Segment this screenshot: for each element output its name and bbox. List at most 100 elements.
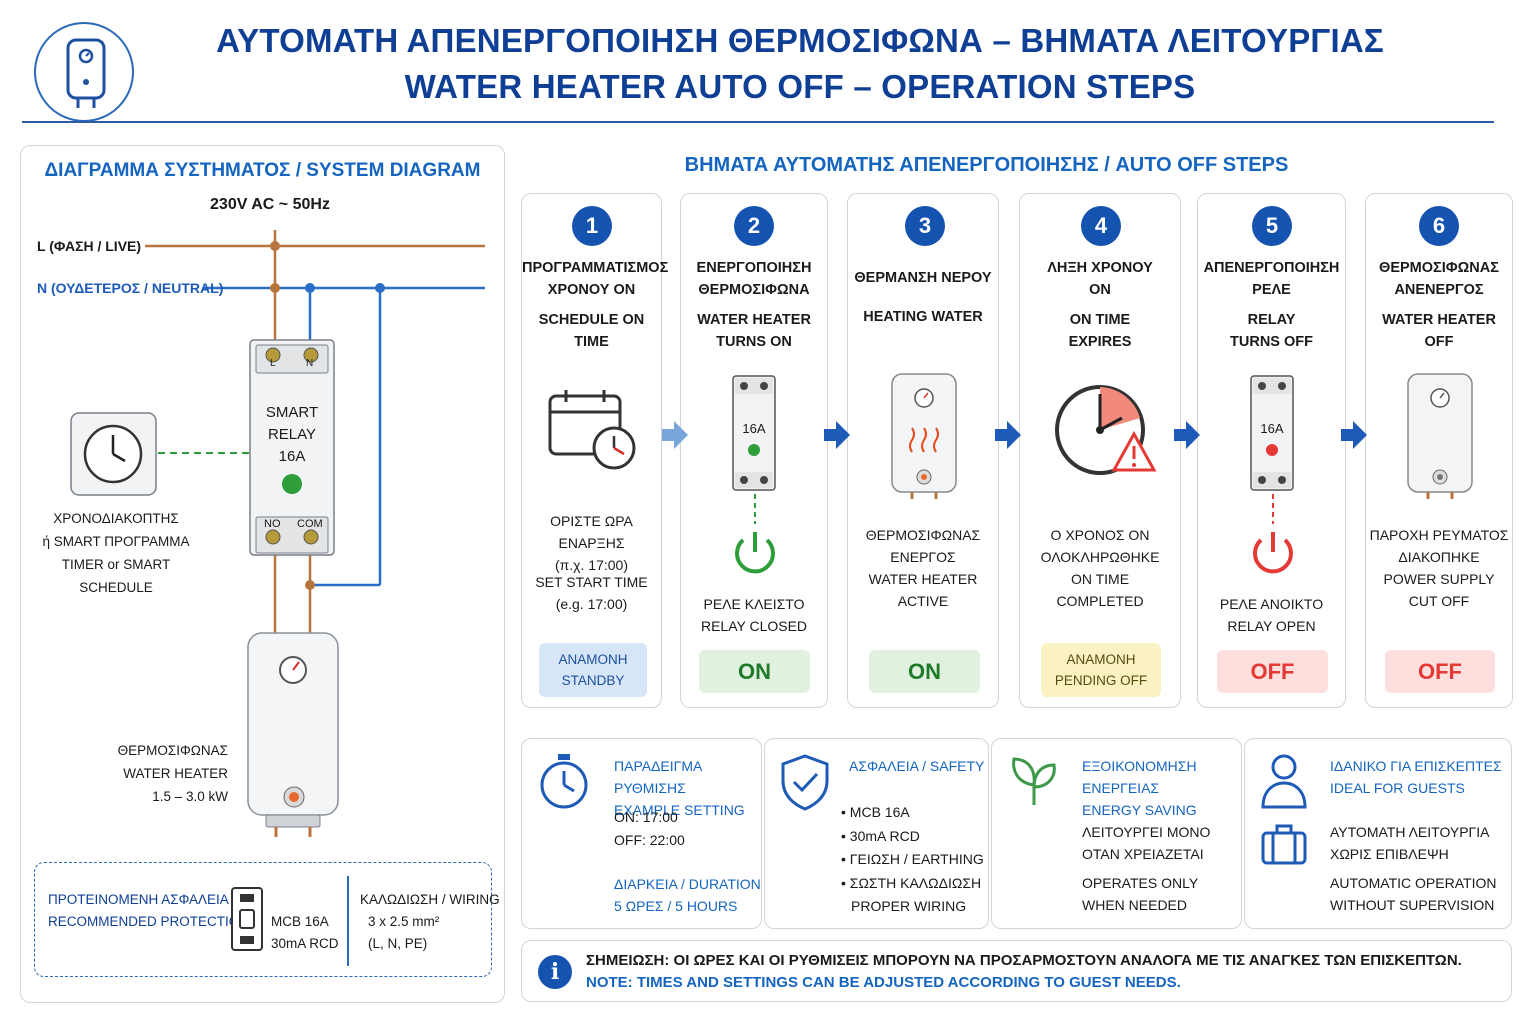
step-card-4: 4 ΛΗΞΗ ΧΡΟΝΟΥ ON ON TIME EXPIRES Ο ΧΡΟΝΟ… [1019,193,1181,708]
energy-title-en: ENERGY SAVING [1082,802,1197,818]
step-desc-line2: RELAY OPEN [1227,618,1316,634]
step-title-greek: ΛΗΞΗ ΧΡΟΝΟΥ ON [1020,257,1180,301]
step-title-greek: ΕΝΕΡΓΟΠΟΙΗΣΗ ΘΕΡΜΟΣΙΦΩΝΑ [681,257,827,301]
step-desc: ΘΕΡΜΟΣΙΦΩΝΑΣ ΕΝΕΡΓΟΣ WATER HEATER ACTIVE [848,524,998,612]
step-title-en-line1: WATER HEATER [697,312,811,328]
example-title-en: EXAMPLE SETTING [614,802,745,818]
safety-title: ΑΣΦΑΛΕΙΑ / SAFETY [849,758,985,774]
step-desc-line3: WATER HEATER [868,571,978,587]
step-title-gr-line2: ΘΕΡΜΟΣΙΦΩΝΑ [698,282,810,298]
relay-terminal-n: N [306,358,314,369]
example-times: ON: 17:00 OFF: 22:00 [614,806,685,852]
step-desc-line1: ΡΕΛΕ ΚΛΕΙΣΤΟ [703,596,805,612]
step-number: 1 [572,206,612,246]
protection-title-line1: ΠΡΟΤΕΙΝΟΜΕΝΗ ΑΣΦΑΛΕΙΑ / [48,892,236,907]
step-desc-line4: (e.g. 17:00) [555,596,628,612]
mcb-icon [231,887,263,951]
guests-text: ΑΥΤΟΜΑΤΗ ΛΕΙΤΟΥΡΓΙΑ ΧΩΡΙΣ ΕΠΙΒΛΕΨΗ [1330,821,1490,865]
energy-title: ΕΞΟΙΚΟΝΟΜΗΣΗ ΕΝΕΡΓΕΙΑΣ ENERGY SAVING [1082,755,1241,821]
wiring-info: ΚΑΛΩΔΙΩΣΗ / WIRING 3 x 2.5 mm² (L, N, PE… [360,889,500,955]
energy-saving-box: ΕΞΟΙΚΟΝΟΜΗΣΗ ΕΝΕΡΓΕΙΑΣ ENERGY SAVING ΛΕΙ… [991,738,1242,929]
step-desc: ΡΕΛΕ ΑΝΟΙΚΤΟ RELAY OPEN [1198,593,1345,637]
neutral-label: N (ΟΥΔΕΤΕΡΟΣ / NEUTRAL) [37,280,224,296]
timer-label-line3: TIMER or SMART SCHEDULE [61,557,171,595]
step-title-en-line1: WATER HEATER [1382,312,1496,328]
relay-label-line3: 16A [278,448,306,465]
heater-label: ΘΕΡΜΟΣΙΦΩΝΑΣ WATER HEATER 1.5 – 3.0 kW [100,739,228,808]
arrow-right-icon [1174,421,1200,449]
step-card-1: 1 ΠΡΟΓΡΑΜΜΑΤΙΣΜΟΣ ΧΡΟΝΟΥ ON SCHEDULE ON … [521,193,668,708]
step-desc-line1: Ο ΧΡΟΝΟΣ ON [1050,527,1150,543]
step-title-en-line2: TURNS ON [716,334,792,350]
energy-text-line1: ΛΕΙΤΟΥΡΓΕΙ ΜΟΝΟ [1082,824,1211,840]
step-title-gr-line1: ΕΝΕΡΓΟΠΟΙΗΣΗ [696,260,812,276]
step-title-en-line2: EXPIRES [1068,334,1132,350]
protection-title-line2: RECOMMENDED PROTECTION [48,914,250,929]
guests-title-en: IDEAL FOR GUESTS [1330,780,1465,796]
step-desc-line3: ON TIME [1070,571,1130,587]
badge-line2: PENDING OFF [1054,673,1148,688]
protection-box [34,862,492,977]
safety-list: • MCB 16A • 30mA RCD • ΓΕΙΩΣΗ / EARTHING… [841,801,984,919]
protection-divider [347,876,349,966]
safety-item-wiring-en: PROPER WIRING [851,898,967,914]
step-desc-line2: ΔΙΑΚΟΠΗΚΕ [1398,549,1480,565]
step-desc: ΟΡΙΣΤΕ ΩΡΑ ΕΝΑΡΞΗΣ (π.χ. 17:00) [522,510,661,576]
note-box: i ΣΗΜΕΙΩΣΗ: ΟΙ ΩΡΕΣ ΚΑΙ ΟΙ ΡΥΘΜΙΣΕΙΣ ΜΠΟ… [521,940,1512,1002]
steps-title: ΒΗΜΑΤΑ ΑΥΤΟΜΑΤΗΣ ΑΠΕΝΕΡΓΟΠΟΙΗΣΗΣ / AUTO … [684,154,1289,176]
step-card-5: 5 ΑΠΕΝΕΡΓΟΠΟΙΗΣΗ ΡΕΛΕ RELAY TURNS OFF 16… [1197,193,1346,708]
step-title-en-line1: RELAY [1247,312,1296,328]
relay-rating: 16A [1260,421,1284,436]
relay-label-line1: SMART [265,404,319,421]
safety-box: ΑΣΦΑΛΕΙΑ / SAFETY • MCB 16A • 30mA RCD •… [764,738,989,929]
note-text: ΣΗΜΕΙΩΣΗ: ΟΙ ΩΡΕΣ ΚΑΙ ΟΙ ΡΥΘΜΙΣΕΙΣ ΜΠΟΡΟ… [586,950,1462,994]
arrow-right-icon [824,421,850,449]
page-title-greek: ΑΥΤΟΜΑΤΗ ΑΠΕΝΕΡΓΟΠΟΙΗΣΗ ΘΕΡΜΟΣΙΦΩΝΑ – ΒΗ… [216,22,1384,59]
safety-item-rcd: • 30mA RCD [841,827,920,844]
safety-item-earthing: • ΓΕΙΩΣΗ / EARTHING [841,851,984,867]
water-heater-off-icon [1407,373,1473,499]
timer-label: ΧΡΟΝΟΔΙΑΚΟΠΤΗΣ ή SMART ΠΡΟΓΡΑΜΜΑ TIMER o… [26,507,206,599]
guests-title: ΙΔΑΝΙΚΟ ΓΙΑ ΕΠΙΣΚΕΠΤΕΣ IDEAL FOR GUESTS [1330,755,1502,799]
guests-title-gr: ΙΔΑΝΙΚΟ ΓΙΑ ΕΠΙΣΚΕΠΤΕΣ [1330,758,1502,774]
example-title-gr: ΠΑΡΑΔΕΙΓΜΑ ΡΥΘΜΙΣΗΣ [614,758,702,796]
relay-label-line2: RELAY [267,426,317,443]
supply-label: 230V AC ~ 50Hz [210,196,330,213]
step-desc-en: SET START TIME (e.g. 17:00) [522,571,661,615]
step-desc-line1: ΡΕΛΕ ΑΝΟΙΚΤΟ [1219,596,1324,612]
timer-label-line1: ΧΡΟΝΟΔΙΑΚΟΠΤΗΣ [53,511,179,526]
step-desc-line2: ΕΝΕΡΓΟΣ [890,549,956,565]
step-title-gr-line2: ON [1089,282,1111,298]
info-icon: i [538,955,572,989]
step-card-2: 2 ΕΝΕΡΓΟΠΟΙΗΣΗ ΘΕΡΜΟΣΙΦΩΝΑ WATER HEATER … [680,193,828,708]
step-title-en-line2: TIME [574,334,609,350]
relay-terminal-l: L [270,358,276,369]
wiring-diagram [70,230,485,837]
guests-text-line2: ΧΩΡΙΣ ΕΠΙΒΛΕΨΗ [1330,846,1449,862]
step-desc: ΡΕΛΕ ΚΛΕΙΣΤΟ RELAY CLOSED [681,593,827,637]
shield-check-icon [781,754,829,811]
example-on-time: ON: 17:00 [614,809,678,825]
status-badge-on: ON [699,650,810,693]
step-desc-line4: COMPLETED [1056,593,1144,609]
energy-text-en: OPERATES ONLY WHEN NEEDED [1082,872,1198,916]
suitcase-icon [1261,824,1307,865]
note-text-greek: ΣΗΜΕΙΩΣΗ: ΟΙ ΩΡΕΣ ΚΑΙ ΟΙ ΡΥΘΜΙΣΕΙΣ ΜΠΟΡΟ… [586,952,1462,969]
energy-text: ΛΕΙΤΟΥΡΓΕΙ ΜΟΝΟ ΟΤΑΝ ΧΡΕΙΑΖΕΤΑΙ [1082,821,1210,865]
example-title: ΠΑΡΑΔΕΙΓΜΑ ΡΥΘΜΙΣΗΣ EXAMPLE SETTING [614,755,761,821]
step-desc-line4: CUT OFF [1408,593,1470,609]
relay-status-led [282,474,302,494]
arrow-right-icon [995,421,1021,449]
step-desc-line3: POWER SUPPLY [1383,571,1495,587]
relay-terminal-no: NO [264,518,281,530]
guests-text-line1: ΑΥΤΟΜΑΤΗ ΛΕΙΤΟΥΡΓΙΑ [1330,824,1490,840]
step-number: 5 [1252,206,1292,246]
system-diagram-title: ΔΙΑΓΡΑΜΜΑ ΣΥΣΤΗΜΑΤΟΣ / SYSTEM DIAGRAM [44,160,481,181]
status-badge-off: OFF [1217,650,1328,693]
step-title-en-line1: SCHEDULE ON [538,312,645,328]
status-badge-on: ON [869,650,980,693]
guests-text-line3: AUTOMATIC OPERATION [1330,875,1497,891]
relay-label: SMART RELAY 16A [250,402,334,468]
relay-terminal-com: COM [297,518,323,530]
header-divider [22,121,1494,123]
